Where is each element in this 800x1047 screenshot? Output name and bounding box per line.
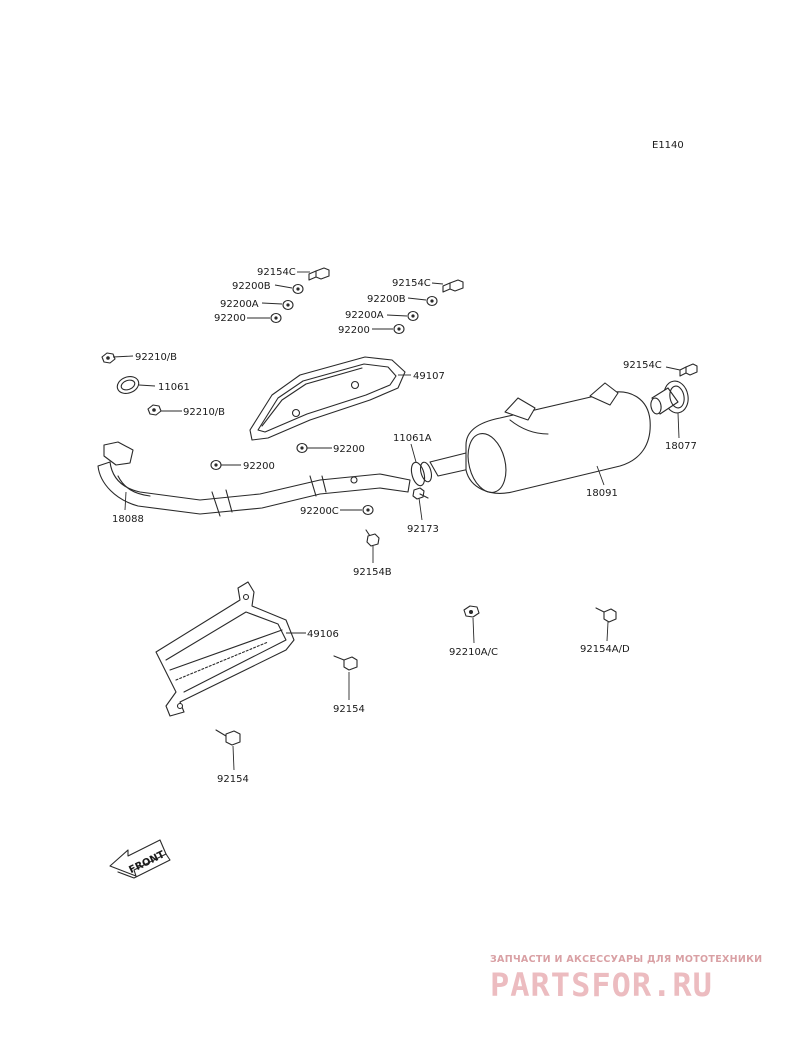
callout-92200a-a[interactable]: 92200A [220,299,259,310]
bolt-92173[interactable] [412,487,429,500]
callout-11061a[interactable]: 11061A [393,433,432,444]
callout-49106[interactable]: 49106 [307,629,339,640]
washer-92200-low[interactable] [210,459,222,471]
callout-49107[interactable]: 49107 [413,371,445,382]
callout-92173[interactable]: 92173 [407,524,439,535]
callout-92154c-b[interactable]: 92154C [392,278,431,289]
bolt-92154c-right[interactable] [442,279,464,293]
callout-18077[interactable]: 18077 [665,441,697,452]
callout-92210b-upper[interactable]: 92210/B [135,352,177,363]
callout-92210ac[interactable]: 92210A/C [449,647,498,658]
callout-92200-a[interactable]: 92200 [214,313,246,324]
front-arrow: FRONT [109,839,171,879]
washer-92200-mid[interactable] [296,442,308,454]
callout-11061[interactable]: 11061 [158,382,190,393]
bolt-92154b[interactable] [365,529,380,547]
exhaust-pipe-18088[interactable] [97,441,411,517]
callout-18088[interactable]: 18088 [112,514,144,525]
nut-92210b-upper[interactable] [101,352,116,364]
callout-labels: 92154C 92200B 92200A 92200 92154C 92200B… [112,267,697,785]
callout-92200b-a[interactable]: 92200B [232,281,271,292]
bolt-92154-low[interactable] [215,729,241,746]
callout-92200c[interactable]: 92200C [300,506,339,517]
bolt-92154c-left[interactable] [308,267,330,281]
bolt-92154c-tail[interactable] [679,363,698,377]
washer-92200b-left[interactable] [292,283,304,295]
washer-92200c[interactable] [362,504,374,516]
heat-shield-49106[interactable] [155,581,295,717]
callout-92200-low[interactable]: 92200 [243,461,275,472]
washer-92200a-right[interactable] [407,310,419,322]
callout-92154c-tail[interactable]: 92154C [623,360,662,371]
callout-92200-mid[interactable]: 92200 [333,444,365,455]
muffler-18091[interactable] [429,382,651,496]
watermark-logo: PARTSFOR.RU [490,966,713,1004]
washer-92200a-left[interactable] [282,299,294,311]
gasket-11061[interactable] [115,374,141,397]
callout-92154b[interactable]: 92154B [353,567,392,578]
callout-18091[interactable]: 18091 [586,488,618,499]
diagram-code: E1140 [652,140,684,151]
nut-92210b-lower[interactable] [147,404,162,416]
callout-92200-b[interactable]: 92200 [338,325,370,336]
bolt-92154ad[interactable] [595,607,617,623]
tail-pipe-18077[interactable] [650,379,691,415]
callout-92154c-a[interactable]: 92154C [257,267,296,278]
nut-92210ac[interactable] [463,605,480,618]
callout-92200b-b[interactable]: 92200B [367,294,406,305]
bolt-92154-mid[interactable] [333,655,358,671]
callout-92200a-b[interactable]: 92200A [345,310,384,321]
callout-92154-low[interactable]: 92154 [217,774,249,785]
watermark-subtitle: ЗАПЧАСТИ И АКСЕССУАРЫ ДЛЯ МОТОТЕХНИКИ [490,954,763,965]
washer-92200b-right[interactable] [426,295,438,307]
callout-92154-mid[interactable]: 92154 [333,704,365,715]
heat-shield-49107[interactable] [249,356,406,441]
clamp-11061a[interactable] [409,461,433,487]
leader-lines [112,271,681,771]
callout-92154ad[interactable]: 92154A/D [580,644,630,655]
washer-92200-right[interactable] [393,323,405,335]
callout-92210b-lower[interactable]: 92210/B [183,407,225,418]
washer-92200-left[interactable] [270,312,282,324]
